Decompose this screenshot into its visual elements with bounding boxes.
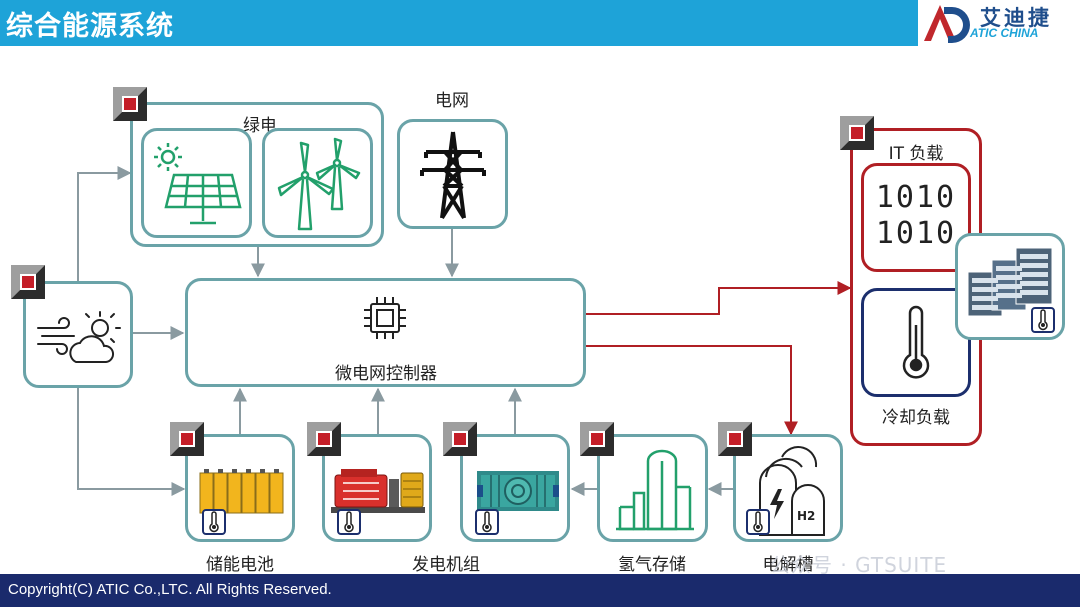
fuel-cell-node[interactable] [460,434,570,542]
status-badge-icon [580,422,614,456]
footer-bar: Copyright(C) ATIC Co.,LTC. All Rights Re… [0,574,1080,607]
copyright-text: Copyright(C) ATIC Co.,LTC. All Rights Re… [8,581,332,598]
thermometer-icon [202,509,226,535]
electrolyzer-icon [759,446,825,536]
grid-node[interactable] [397,119,508,229]
binary-row: 1010 [875,180,957,215]
hydrogen-storage-label: 氢气存储 [618,555,686,575]
logo-mark-icon [924,5,970,43]
gray-connectors [77,166,733,496]
status-badge-icon [11,265,45,299]
status-badge-icon [170,422,204,456]
status-badge-icon [307,422,341,456]
solar-node[interactable] [141,128,252,238]
battery-pack-icon [199,469,284,514]
binary-data-icon: 1010 1010 [864,180,968,252]
cooling-load-label: 冷却负载 [882,408,950,428]
arrow-weather-to-battery [77,388,186,496]
it-compute-node[interactable]: 1010 1010 [861,163,971,272]
thermometer-icon [1031,307,1055,333]
battery-node[interactable] [185,434,295,542]
it-load-label: IT 负载 [888,144,944,164]
watermark: 公众号 · GTSUITE [770,553,948,577]
arrow-weather-to-green [77,166,132,282]
logo-english-text: ATIC CHINA [970,26,1039,40]
fuel-cell-icon [477,471,559,511]
generator-engine-icon [331,469,425,513]
h2-label: H2 [797,509,816,523]
solar-panel-icon [154,143,242,225]
chip-icon [364,297,406,339]
wind-turbine-icon [277,137,361,231]
thermometer-icon [475,509,499,535]
arrow-controller-to-it-load [586,281,852,315]
logo-chinese-text: 艾迪捷 [980,6,1052,30]
microgrid-controller-node[interactable]: 微电网控制器 [185,278,586,387]
status-badge-icon [840,116,874,150]
server-rack-icon [967,247,1053,317]
status-badge-icon [113,87,147,121]
cooling-node[interactable] [861,288,971,397]
header-bar: 综合能源系统 艾迪捷 ATIC CHINA [0,0,1080,46]
thermometer-icon [746,509,770,535]
status-badge-icon [443,422,477,456]
wind-node[interactable] [262,128,373,238]
binary-row: 1010 [875,216,957,251]
battery-label: 储能电池 [206,555,274,575]
arrow-controller-to-electrolyzer [586,345,798,436]
weather-node[interactable] [23,281,133,388]
thermometer-icon [337,509,361,535]
grid-label: 电网 [435,91,469,111]
red-connectors [586,281,852,436]
electrolyzer-label: 电解槽 [762,555,814,575]
weather-icon [37,311,121,363]
hydrogen-storage-node[interactable] [597,434,708,542]
server-node[interactable] [955,233,1065,340]
company-logo: 艾迪捷 ATIC CHINA [918,0,1080,46]
hydrogen-tank-icon [616,449,694,531]
page-title: 综合能源系统 [6,11,174,42]
transmission-tower-icon [420,131,486,220]
status-badge-icon [718,422,752,456]
thermometer-icon [902,305,930,379]
generator-label: 发电机组 [412,555,480,575]
controller-label: 微电网控制器 [335,364,437,384]
